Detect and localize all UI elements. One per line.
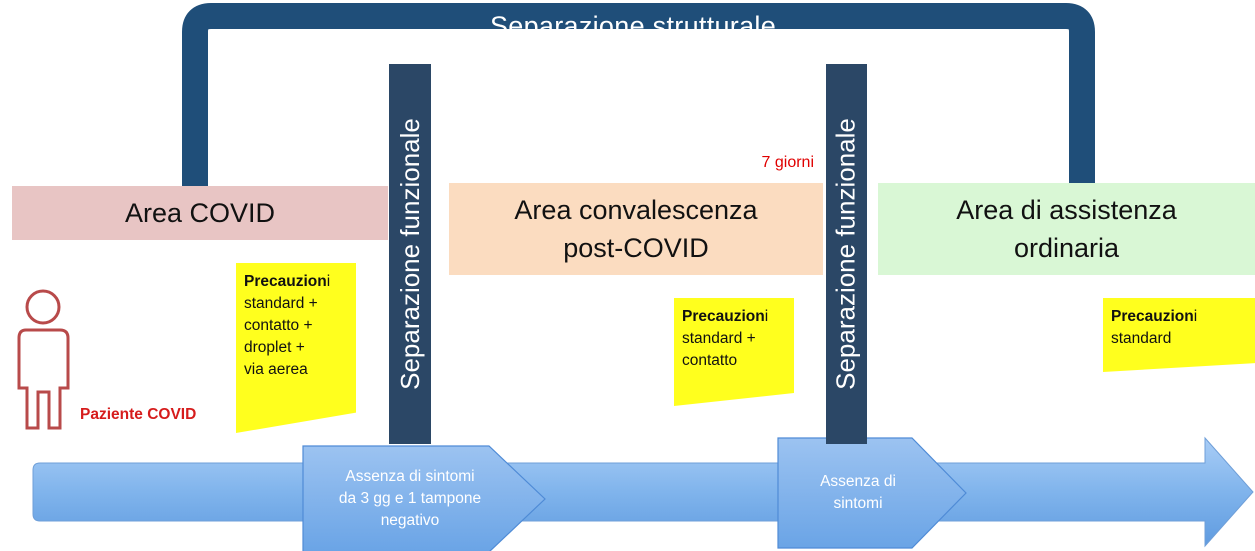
- functional-separation-label-1: Separazione funzionale: [394, 118, 425, 390]
- precautions-line: droplet +: [244, 339, 305, 356]
- precautions-line: standard: [1111, 330, 1172, 347]
- precautions-line: contatto +: [244, 317, 313, 334]
- precautions-line: contatto: [682, 352, 738, 369]
- precautions-title: Precauzioni: [1111, 308, 1198, 325]
- precautions-title: Precauzioni: [244, 273, 331, 290]
- precautions-line: standard +: [682, 330, 756, 347]
- functional-separation-bar-2: Separazione funzionale: [826, 64, 867, 444]
- area-convalescence-box: Area convalescenza post-COVID: [449, 183, 823, 275]
- area-covid-box: Area COVID: [12, 186, 388, 240]
- person-icon: [17, 289, 70, 430]
- precautions-note-covid: Precauzioni standard + contatto + drople…: [236, 263, 356, 433]
- precautions-line: standard +: [244, 295, 318, 312]
- step-chevron-1: [302, 445, 546, 551]
- step-chevron-2: [777, 437, 967, 549]
- precautions-title: Precauzioni: [682, 308, 769, 325]
- structural-separation-bracket: [182, 3, 1095, 188]
- step-text-2: Assenza di sintomi: [820, 473, 896, 512]
- days-label: 7 giorni: [761, 154, 814, 171]
- timeline-arrow: [32, 436, 1254, 548]
- area-ordinary-care-box: Area di assistenza ordinaria: [878, 183, 1255, 275]
- patient-label: Paziente COVID: [80, 406, 197, 423]
- functional-separation-bar-1: Separazione funzionale: [389, 64, 431, 444]
- precautions-note-convalescence: Precauzioni standard + contatto: [674, 298, 794, 406]
- step-text-1: Assenza di sintomi da 3 gg e 1 tampone n…: [338, 468, 482, 529]
- precautions-note-ordinary: Precauzioni standard: [1103, 298, 1255, 372]
- functional-separation-label-2: Separazione funzionale: [830, 118, 861, 390]
- structural-separation-title: Separazione strutturale: [489, 10, 777, 41]
- precautions-line: via aerea: [244, 361, 308, 378]
